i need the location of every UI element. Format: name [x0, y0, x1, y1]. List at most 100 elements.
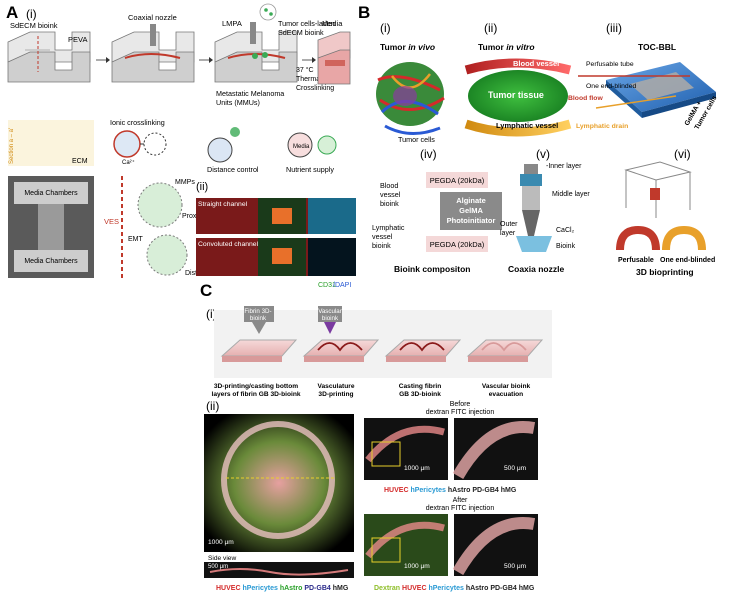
panel-b-sub-iii: (iii): [606, 21, 622, 35]
label-straight-channel: Straight channel: [198, 201, 248, 208]
label-mmu-1: Metastatic Melanoma: [216, 89, 284, 98]
label-one-end-blinded-2: One end-blinded: [660, 257, 715, 264]
panel-b: B (i) (ii) (iii) Tumor in vivo Tumor in …: [358, 3, 719, 277]
chip-center: [38, 204, 64, 250]
workflow-step-2: [302, 306, 380, 362]
confocal-ring: [221, 421, 335, 539]
panel-a-sub-ii: (ii): [196, 181, 208, 193]
panel-c-sub-i: (i): [206, 307, 217, 321]
before-vessel-left: [365, 425, 445, 463]
scale-500-b: 500 μm: [504, 465, 527, 472]
label-pegda-bottom: PEGDA (20kDa): [430, 240, 485, 249]
label-proximal: Proximal: [182, 213, 210, 220]
label-media-circle: Media: [293, 144, 310, 150]
label-blood-vessel-bioink-3: bioink: [380, 199, 399, 208]
legend-1: HUVEC hPericytes hAstro PD-GB4 hMG: [216, 585, 349, 592]
tumor-in-vivo-illustration: [376, 62, 445, 135]
pegda-top-box: [426, 172, 488, 188]
panel-b-letter: B: [358, 3, 370, 22]
label-ecm: ECM: [72, 158, 88, 165]
workflow-step-1: [220, 306, 298, 362]
scale-1000-c: 1000 μm: [404, 563, 430, 570]
nutrient-supply-diagram: [287, 132, 337, 158]
label-convoluted-channel: Convoluted channel: [198, 241, 259, 248]
label-tumor-tissue: Tumor tissue: [488, 90, 544, 100]
ionic-crosslinking-diagram: [113, 130, 167, 158]
label-crosslinking: Crosslinking: [296, 85, 334, 92]
workflow-step-3: [384, 339, 462, 362]
arrow-1-head: [106, 57, 110, 63]
alginate-box: [440, 192, 502, 230]
label-alginate: Alginate: [456, 196, 486, 205]
label-distance-control: Distance control: [207, 165, 259, 174]
media-chamber-top-rect: [14, 182, 88, 204]
scale-1000-b: 1000 μm: [404, 465, 430, 472]
label-mmps: MMPs: [175, 179, 195, 186]
label-perfusable-tube: Perfusable tube: [586, 61, 634, 68]
label-step-1-b: layers of fibrin GB 3D-bioink: [211, 391, 300, 398]
label-outer-layer-1: Outer: [500, 221, 518, 228]
proximal-cluster: [137, 182, 183, 228]
straight-channel-signal: [272, 208, 292, 224]
label-step-1-a: 3D-printing/casting bottom: [214, 383, 298, 390]
label-lymph-vessel-bioink-3: bioink: [372, 241, 391, 250]
label-step-4-a: Vascular bioink: [482, 383, 531, 390]
label-toc-bbl: TOC-BBL: [638, 42, 676, 52]
label-outer-layer-2: layer: [500, 230, 516, 237]
panel-a-sub-i: (i): [26, 7, 37, 21]
convoluted-channel-signal: [272, 248, 292, 264]
legend-3: Dextran HUVEC hPericytes hAstro PD-GB4 h…: [374, 585, 535, 592]
label-lymph-vessel-bioink-2: vessel: [372, 232, 393, 241]
chip-step-4: [317, 31, 351, 85]
label-bioink: Bioink: [556, 243, 576, 250]
label-sdecm-bioink: SdECM bioink: [10, 21, 58, 30]
label-lymphatic-drain: Lymphatic drain: [576, 123, 628, 130]
label-mmu-2: Units (MMUs): [216, 98, 260, 107]
label-step-2-b: 3D-printing: [318, 391, 353, 398]
label-cacl2: CaCl₂: [556, 227, 575, 234]
scale-1000-a: 1000 μm: [208, 539, 234, 546]
panel-b-sub-i: (i): [380, 21, 391, 35]
panel-a-letter: A: [6, 3, 18, 22]
label-vascular-bioink-1: Vascular: [318, 308, 342, 315]
label-pegda-top: PEGDA (20kDa): [430, 176, 485, 185]
panel-c-sub-ii: (ii): [206, 399, 219, 413]
label-inner-layer: -Inner layer: [546, 163, 582, 170]
label-ca: Ca²⁺: [122, 159, 135, 166]
distal-cluster: [146, 234, 188, 276]
label-ionic-crosslinking: Ionic crosslinking: [110, 118, 165, 127]
panel-b-sub-ii: (ii): [484, 21, 497, 35]
label-nutrient-supply: Nutrient supply: [286, 165, 334, 174]
coaxial-nozzle-illustration: [516, 164, 552, 252]
tumor-in-vitro-illustration: [464, 58, 572, 137]
after-vessel-right: [452, 517, 536, 576]
after-vessel-left: [365, 521, 445, 559]
chip-step-2: [111, 24, 195, 83]
scale-500-a: 500 μm: [208, 564, 228, 570]
label-fibrin-bioink-2: bioink: [250, 315, 267, 322]
chip-step-3: [214, 3, 298, 83]
straight-cd31-image: [308, 198, 356, 234]
panel-b-sub-iv: (iv): [420, 147, 437, 161]
label-perfusable: Perfusable: [618, 257, 654, 264]
label-blood-vessel-bioink-2: vessel: [380, 190, 401, 199]
side-view-signal: [209, 568, 349, 576]
label-thermal: Thermal: [296, 76, 322, 83]
label-lmpa: LMPA: [222, 19, 242, 28]
label-peva: PEVA: [68, 35, 87, 44]
panel-a: A (i) SdECM bioink PEVA Coaxial nozzle: [6, 3, 356, 289]
workflow-step-4: [466, 339, 544, 362]
label-lymph-vessel-bioink-1: Lymphatic: [372, 223, 405, 232]
label-37c: 37 °C: [296, 66, 314, 74]
label-tumor-in-vitro: Tumor in vitro: [478, 42, 535, 52]
arrow-3-head: [312, 57, 316, 63]
label-lymphatic-vessel: Lymphatic vessel: [496, 121, 558, 130]
label-coaxia-nozzle: Coaxia nozzle: [508, 264, 564, 274]
panel-b-sub-vi: (vi): [674, 147, 691, 161]
label-after-2: dextran FITC injection: [426, 505, 495, 512]
label-blood-vessel: Blood vessel: [513, 59, 559, 68]
label-media-chambers-top: Media Chambers: [24, 190, 78, 197]
legend-2: HUVEC hPericytes hAstro PD-GB4 hMG: [384, 487, 517, 494]
after-zoom-box: [371, 537, 401, 563]
